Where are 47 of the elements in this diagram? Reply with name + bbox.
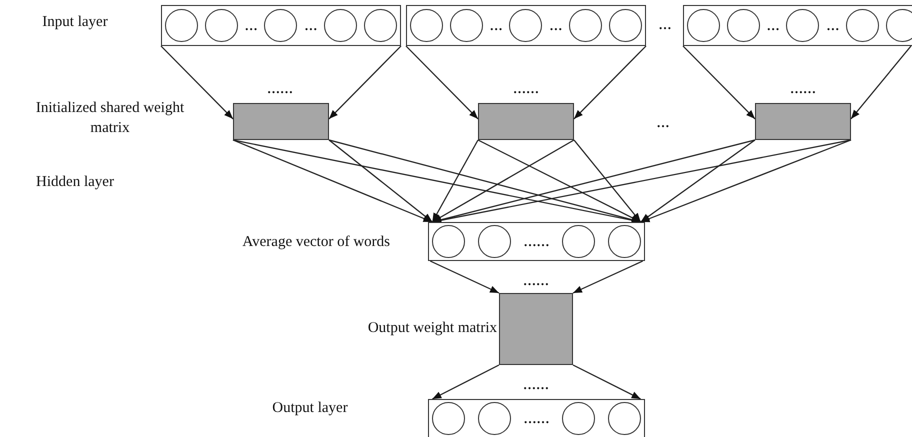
arrow [328, 140, 433, 222]
ellipsis-text: …… [524, 412, 550, 425]
arrow [432, 139, 574, 223]
layer-box [406, 5, 646, 46]
layer-label: Output layer [271, 399, 349, 418]
arrow [850, 46, 912, 120]
ellipsis-text: … [826, 19, 840, 32]
arrow [574, 140, 642, 222]
arrow [406, 46, 478, 120]
layer-label: Hidden layer [35, 173, 115, 192]
ellipsis-text: …… [789, 80, 817, 98]
arrow [232, 139, 433, 223]
arrow [432, 364, 500, 400]
arrow [640, 140, 756, 222]
ellipsis-text: … [304, 19, 318, 32]
layer-label: Average vector of words [241, 233, 390, 252]
ellipsis-text: … [766, 19, 780, 32]
ellipsis-text: …… [512, 80, 540, 98]
arrow [640, 139, 852, 223]
ellipsis-text: …… [522, 376, 550, 394]
layer-label: Input layer [41, 13, 109, 32]
ellipsis-text: …… [266, 80, 294, 98]
arrow [432, 140, 479, 222]
ellipsis-text: … [549, 19, 562, 32]
arrow [572, 364, 641, 400]
ellipsis-text: … [244, 19, 258, 32]
ellipsis-text: … [656, 114, 670, 132]
layer-box [683, 5, 912, 46]
layer-box [161, 5, 401, 46]
weight-matrix-box [478, 103, 574, 140]
layer-box [428, 222, 645, 261]
arrow [430, 260, 500, 294]
weight-matrix-box [233, 103, 329, 140]
layer-box [428, 399, 645, 437]
arrow [682, 46, 756, 120]
ellipsis-text: …… [522, 272, 550, 290]
arrow [574, 46, 646, 120]
layer-label: Initialized shared weight matrix [34, 99, 186, 138]
weight-matrix-box [755, 103, 851, 140]
arrow [328, 46, 402, 120]
ellipsis-text: … [490, 19, 503, 32]
ellipsis-text: … [658, 16, 672, 34]
layer-label: Output weight matrix [366, 319, 497, 338]
arrow [160, 46, 234, 120]
arrow [572, 260, 644, 294]
ellipsis-text: …… [524, 235, 550, 248]
weight-matrix-box [499, 293, 573, 365]
